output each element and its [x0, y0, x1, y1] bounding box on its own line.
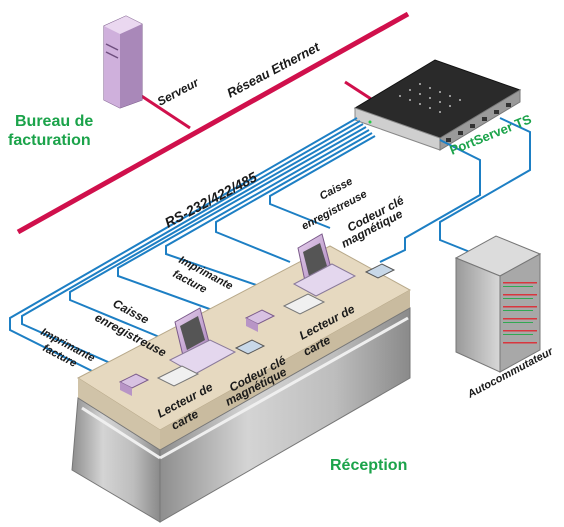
invoice-printer-back-icon: [244, 309, 276, 332]
cash-register-back-icon: [292, 233, 357, 297]
portserver-ports: [446, 103, 511, 142]
pbx-indicator-lights: [503, 282, 537, 344]
key-encoder-front-icon: [234, 339, 266, 355]
portserver-icon: [353, 59, 522, 151]
card-reader-front-icon: [156, 365, 200, 387]
portserver-led: [368, 120, 372, 124]
pbx-rack-icon: [454, 235, 542, 373]
ethernet-drop-server: [139, 93, 191, 130]
invoice-printer-front-icon: [118, 373, 150, 396]
reception-counter: [71, 245, 412, 523]
card-reader-back-icon: [282, 293, 326, 315]
server-icon: [103, 15, 143, 109]
portserver-vent-pattern: [399, 83, 461, 113]
ethernet-backbone: [16, 11, 410, 235]
key-encoder-back-icon: [364, 263, 396, 279]
serial-cable-bundle: [9, 117, 531, 386]
billing-office-label-line1: Bureau de: [15, 113, 93, 130]
server-label: Serveur: [155, 75, 202, 109]
cash-register-front-icon: [168, 307, 237, 375]
reception-label: Réception: [330, 457, 407, 474]
billing-office-label-line2: facturation: [8, 132, 91, 149]
